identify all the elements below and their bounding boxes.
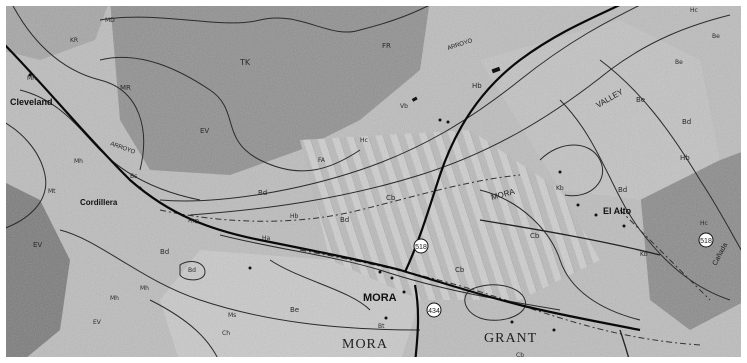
- soil-label: Bt: [378, 323, 385, 330]
- soil-label: Ms: [228, 312, 236, 319]
- place-grant: GRANT: [484, 331, 537, 346]
- edge-left: [0, 0, 6, 363]
- soil-label: Bd: [340, 216, 349, 224]
- soil-label: Ch: [222, 330, 230, 337]
- soil-label: MR: [27, 75, 36, 82]
- edge-top: [0, 0, 747, 6]
- soil-unit-labels: TK FR MD MR MR KR EV EV EV Cb Cb Cb Cb B…: [27, 7, 720, 359]
- soil-label: Mh: [74, 158, 83, 165]
- soil-label: FR: [382, 42, 391, 50]
- place-cordillera: Cordillera: [80, 198, 118, 207]
- route-shield-518-a: 518: [413, 238, 429, 254]
- soil-label: Hb: [680, 154, 690, 162]
- highway-north-spur: [404, 0, 631, 273]
- soil-label: EV: [93, 319, 102, 326]
- soil-label: Cb: [516, 352, 524, 359]
- point-symbols: [28, 66, 626, 332]
- soil-label: EV: [200, 127, 209, 135]
- soil-label: Be: [712, 33, 720, 40]
- soil-label: Mt: [48, 188, 56, 195]
- soil-label: Mh: [140, 285, 149, 292]
- route-shield-434: 434: [426, 302, 442, 318]
- soil-label: Bd: [682, 118, 691, 126]
- soil-label: Hc: [360, 137, 368, 144]
- soil-label: Ha: [262, 235, 271, 242]
- soil-label: Bd: [618, 186, 627, 194]
- edge-right: [741, 0, 747, 363]
- soil-label: Cb: [530, 232, 540, 240]
- place-mora-county: MORA: [342, 337, 388, 352]
- soil-label: Kb: [556, 185, 564, 192]
- soil-label: MR: [120, 84, 131, 92]
- soil-label: Cb: [386, 194, 396, 202]
- edge-bottom: [0, 357, 747, 363]
- soil-label: TK: [239, 58, 251, 67]
- soil-label: Hb: [290, 213, 299, 220]
- soil-label: Bd: [258, 189, 267, 197]
- soil-label: KR: [70, 37, 78, 44]
- soil-label: Hc: [700, 220, 708, 227]
- soil-label: FA: [318, 157, 326, 164]
- place-el-alto: El Alto: [603, 206, 632, 216]
- soil-label: Be: [675, 59, 683, 66]
- soil-label: Bd: [188, 267, 196, 274]
- route-shield-label: 518: [415, 244, 427, 251]
- soil-label: Bs: [130, 173, 137, 180]
- place-cleveland: Cleveland: [10, 97, 53, 107]
- soil-label: Hb: [472, 82, 482, 90]
- soil-label: Hc: [690, 7, 698, 14]
- place-mora-town: MORA: [363, 292, 397, 304]
- route-shield-label: 518: [700, 238, 712, 245]
- highway-south-spur: [413, 284, 420, 363]
- soil-label: Cb: [455, 266, 465, 274]
- feature-rio: RIO: [188, 218, 200, 225]
- route-shield-label: 434: [428, 308, 440, 315]
- roads: [0, 0, 661, 363]
- soil-label: Vb: [400, 103, 408, 110]
- soil-label: EV: [33, 241, 42, 249]
- soil-label: Kb: [640, 251, 648, 258]
- soil-label: Be: [290, 306, 299, 314]
- secondary-road: [479, 219, 661, 256]
- route-shield-518-b: 518: [698, 232, 714, 248]
- soil-label: Be: [636, 96, 645, 104]
- soil-label: Mh: [110, 295, 119, 302]
- soil-label: Bd: [160, 248, 169, 256]
- highway-main: [0, 39, 641, 332]
- soil-label: MD: [105, 17, 115, 24]
